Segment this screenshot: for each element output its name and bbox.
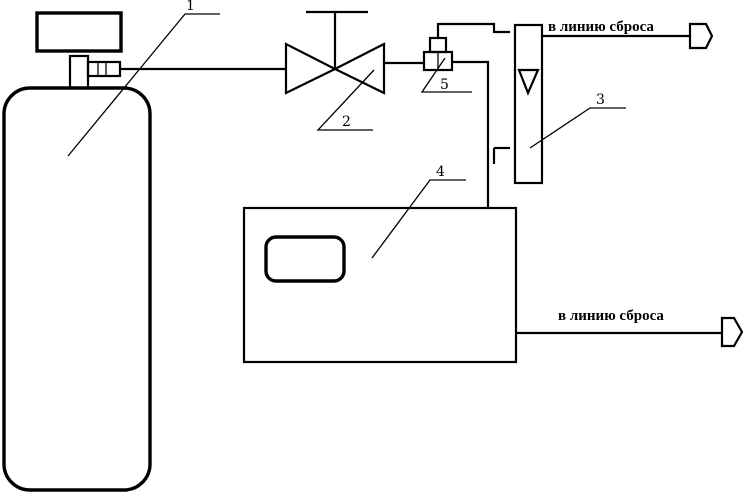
cylinder-neck	[68, 54, 90, 90]
tee-fitting	[422, 36, 454, 72]
bottom-outlet-caption: в линию сброса	[558, 308, 664, 324]
shutoff-valve	[284, 10, 386, 95]
valve-left-triangle	[284, 42, 338, 95]
rotameter-float	[517, 68, 540, 96]
analyzer-body	[242, 206, 518, 364]
top-outlet-arrow	[688, 22, 714, 50]
label-rotameter: 3	[596, 92, 605, 108]
top-outlet-caption: в линию сброса	[548, 19, 654, 35]
rotameter	[513, 23, 690, 185]
bottom-outlet-arrow	[720, 316, 744, 348]
label-analyzer: 4	[436, 164, 445, 180]
pipe-tee-rotameter	[436, 22, 510, 38]
label-tee: 5	[440, 77, 449, 93]
rotameter-tube	[513, 23, 544, 185]
leader-analyzer	[371, 179, 466, 259]
valve-right-triangle	[332, 42, 386, 95]
cylinder-outlet-fitting	[86, 60, 122, 78]
analyzer-display	[264, 235, 346, 283]
label-valve: 2	[342, 114, 351, 130]
gas-cylinder	[2, 11, 152, 492]
tee-upper-body	[428, 36, 448, 54]
leader-cylinder	[67, 13, 220, 157]
gas-analyzer	[242, 206, 722, 364]
cylinder-body	[2, 86, 152, 492]
leader-rotameter	[529, 107, 626, 149]
pressure-gauge-head	[35, 11, 123, 53]
leader-valve	[316, 69, 375, 131]
leader-tee	[420, 57, 472, 93]
callouts: 1 2 5 3 4	[67, 0, 626, 259]
pipe-tee-analyzer	[452, 60, 490, 208]
label-cylinder: 1	[186, 0, 195, 14]
